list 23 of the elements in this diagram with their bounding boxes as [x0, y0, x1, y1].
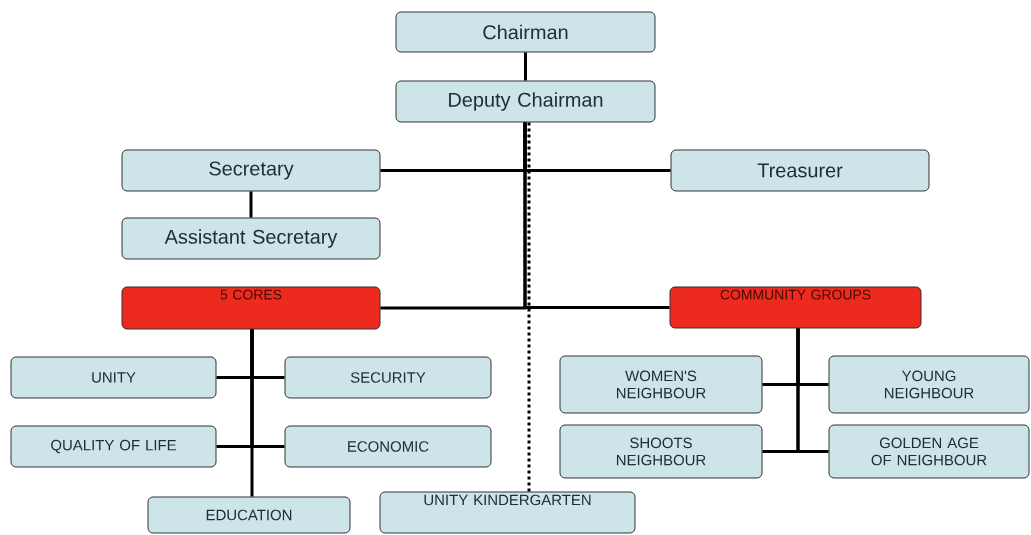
process-box: YOUNG NEIGHBOUR — [828, 355, 1030, 414]
process-box: ECONOMIC — [284, 425, 492, 468]
group-box: 5 CORES — [121, 286, 381, 330]
connector-line — [249, 191, 253, 218]
connector-line — [523, 122, 670, 309]
process-box: UNITY KINDERGARTEN — [379, 491, 636, 534]
group-box: COMMUNITY GROUPS — [669, 286, 922, 329]
process-box: Deputy Chairman — [395, 80, 656, 123]
process-box: WOMEN'S NEIGHBOUR — [559, 355, 763, 414]
process-box: GOLDEN AGE OF NEIGHBOUR — [828, 424, 1030, 479]
connector-line — [796, 328, 829, 453]
connector-line — [524, 52, 527, 81]
process-box: SHOOTS NEIGHBOUR — [559, 424, 763, 479]
process-box: SECURITY — [284, 356, 492, 399]
process-box: Treasurer — [670, 149, 930, 192]
process-box: QUALITY OF LIFE — [10, 425, 217, 468]
connector-line — [250, 329, 254, 497]
process-box: Secretary — [121, 149, 381, 192]
connector-line — [527, 122, 531, 492]
process-box: EDUCATION — [147, 496, 351, 534]
process-box: Assistant Secretary — [121, 217, 381, 260]
process-box: UNITY — [10, 356, 217, 399]
process-box: Chairman — [395, 11, 656, 53]
